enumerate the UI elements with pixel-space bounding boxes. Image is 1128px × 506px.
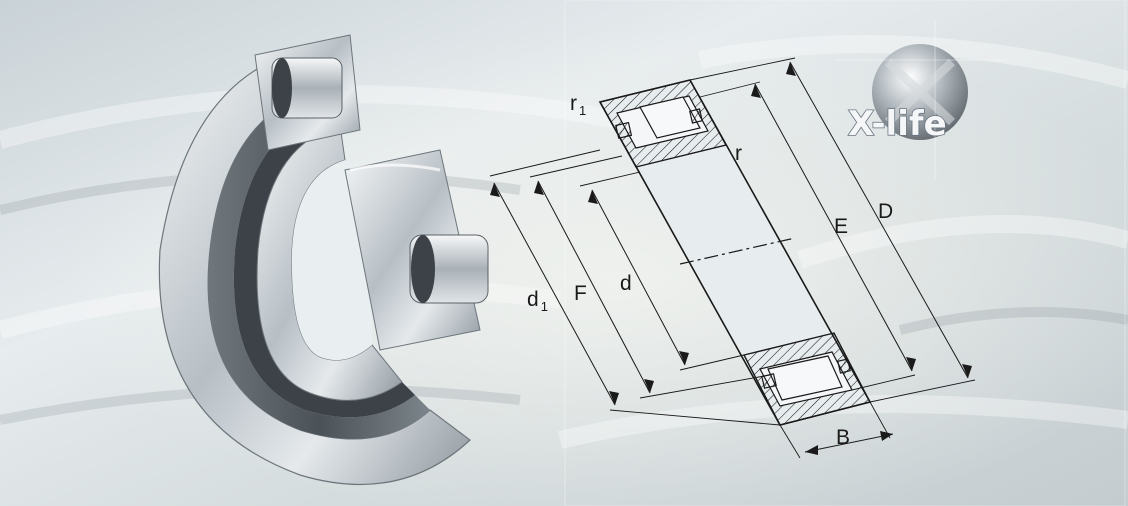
x-life-logo: X-life [836,20,1010,180]
bore [291,160,372,361]
dim-E-line [754,83,913,372]
centerline [679,237,796,265]
extension-lines [489,57,976,459]
label-D: D [878,200,893,223]
dim-B-line [804,433,894,453]
bottom-cross-section [742,332,872,426]
dim-D-line [789,61,969,379]
logo-text: X-life [848,104,947,144]
outer-ring-raceway [208,85,430,439]
label-d: d [620,272,632,295]
dim-d1-line [493,182,616,406]
top-roller-end [272,58,292,118]
cage [233,105,415,418]
highlight [349,163,441,172]
label-F: F [574,282,587,305]
label-r: r [735,142,742,165]
bearing-3d-illustration [158,34,489,485]
dimension-lines [490,61,972,455]
logo-x-mark [884,58,956,126]
top-cross-section [598,79,728,168]
right-roller-end [411,235,435,303]
dim-d-line [591,189,686,366]
label-E: E [834,215,848,238]
label-B: B [836,426,850,449]
dim-F-line [537,180,651,394]
panel-outline [564,0,1126,506]
